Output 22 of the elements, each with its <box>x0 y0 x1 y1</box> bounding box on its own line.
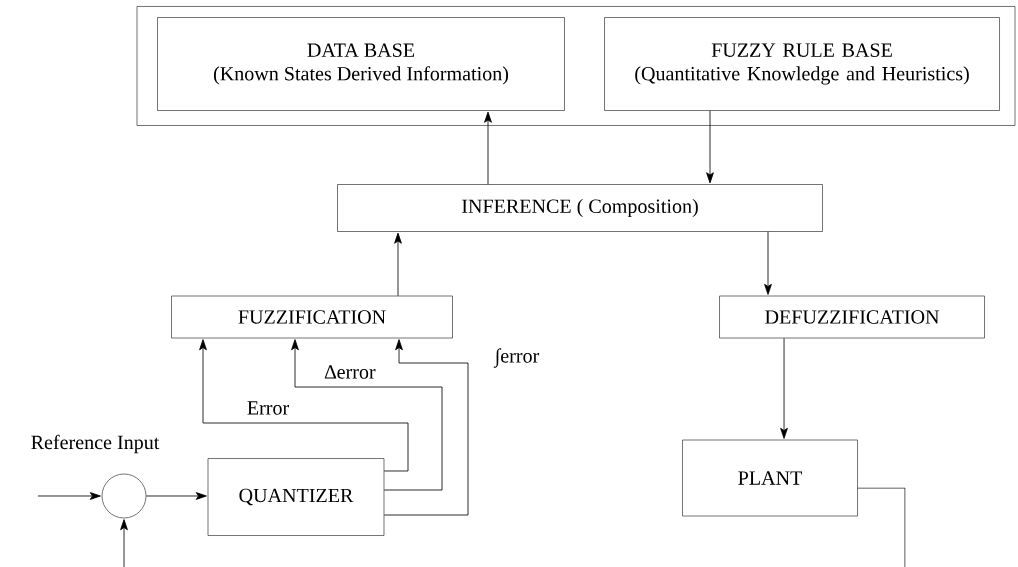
arrow <box>383 339 469 516</box>
input-label: Reference Input <box>31 434 160 454</box>
process-box: FUZZY RULE BASE (Quantitative Knowledge and Heuristics) <box>604 17 1000 111</box>
process-box: FUZZIFICATION <box>171 295 453 339</box>
arrow <box>199 339 409 472</box>
process-box: DATA BASE (Known States Derived Information) <box>157 17 565 111</box>
arrow <box>780 337 788 439</box>
arrow <box>484 111 492 185</box>
arrow <box>291 339 443 491</box>
arrow <box>706 110 714 184</box>
group-box <box>136 6 1016 126</box>
process-box: DEFUZZIFICATION <box>719 295 985 339</box>
arrow <box>394 232 402 297</box>
edge-label: ∫error <box>493 346 541 370</box>
process-box: QUANTIZER <box>207 458 385 536</box>
arrow <box>764 231 772 295</box>
arrow <box>120 519 128 567</box>
arrow <box>37 492 101 500</box>
process-box: PLANT <box>682 439 858 517</box>
summing-junction <box>101 473 147 519</box>
process-box: INFERENCE ( Composition) <box>337 184 823 232</box>
arrow <box>145 492 207 500</box>
